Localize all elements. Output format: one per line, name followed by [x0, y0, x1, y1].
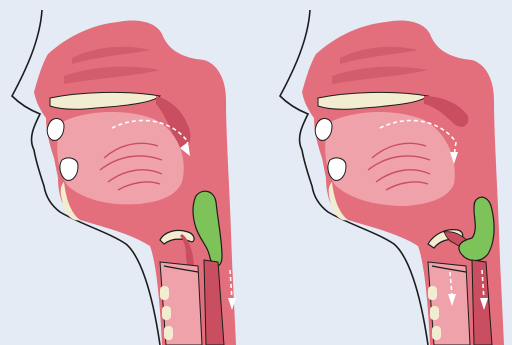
cartilage-ring [432, 326, 441, 340]
cartilage-ring [162, 306, 171, 320]
cartilage-ring [428, 286, 437, 300]
lower-tooth [328, 158, 346, 180]
cartilage-ring [160, 286, 169, 300]
lower-tooth [60, 158, 78, 180]
cartilage-ring [430, 306, 439, 320]
cartilage-ring [164, 326, 173, 340]
